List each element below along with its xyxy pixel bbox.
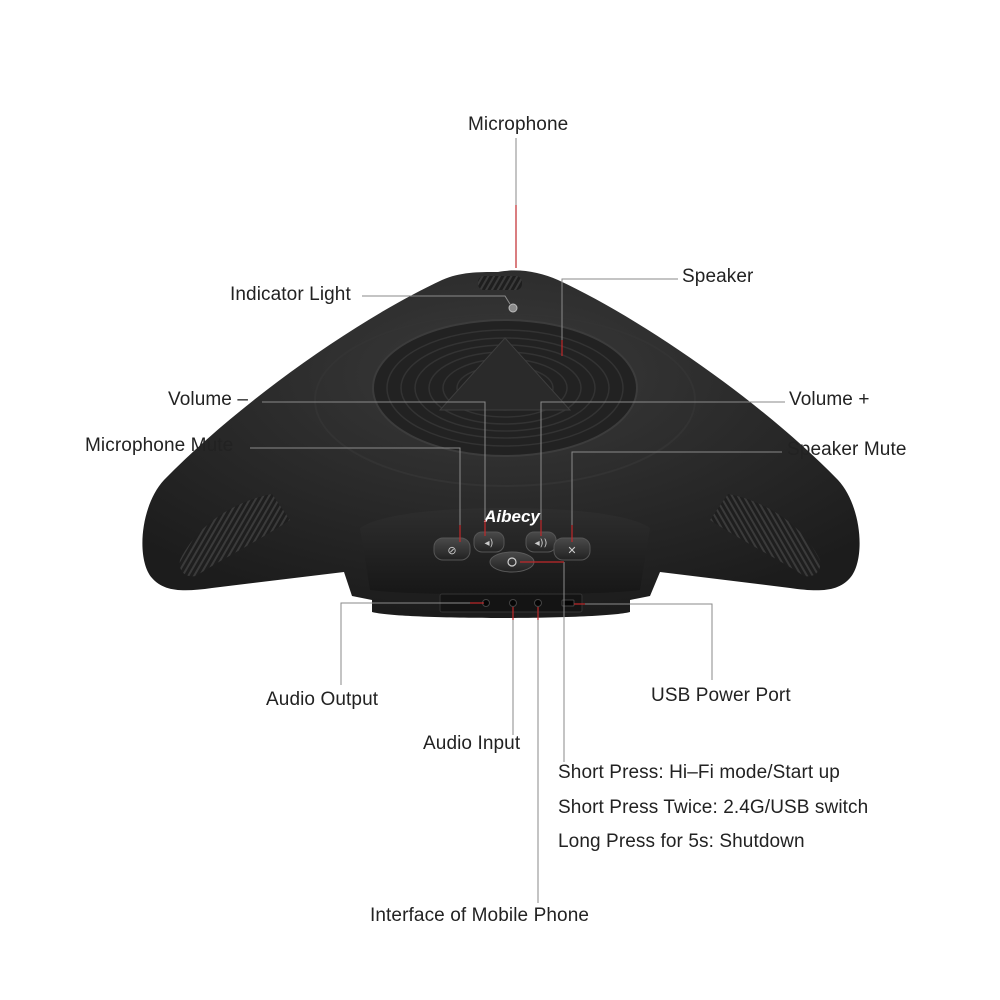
mobile-phone-port[interactable] — [534, 599, 542, 607]
indicator-light — [508, 303, 518, 313]
label-short-press-twice: Short Press Twice: 2.4G/USB switch — [558, 797, 869, 818]
right-grille — [710, 494, 821, 577]
label-indicator-light: Indicator Light — [230, 284, 351, 305]
brand-logo: Aibecy — [483, 507, 541, 526]
audio-input-port[interactable] — [509, 599, 517, 607]
label-audio-output: Audio Output — [266, 689, 379, 710]
label-speaker: Speaker — [682, 266, 754, 287]
volume-up-icon: ◂)) — [535, 538, 548, 549]
speakerphone-device: Aibecy ⊘ ◂) ◂)) ✕ — [142, 270, 860, 618]
label-long-press: Long Press for 5s: Shutdown — [558, 831, 805, 852]
speaker-mute-icon: ✕ — [567, 544, 576, 557]
label-microphone-mute: Microphone Mute — [85, 435, 234, 456]
usb-power-port[interactable] — [561, 599, 575, 607]
power-icon — [507, 557, 517, 567]
label-usb-power-port: USB Power Port — [651, 685, 791, 706]
label-volume-minus: Volume – — [168, 389, 249, 410]
microphone-mute-icon: ⊘ — [447, 544, 456, 557]
microphone-vent — [478, 276, 522, 290]
volume-minus-button[interactable]: ◂) — [473, 531, 505, 553]
label-microphone: Microphone — [468, 114, 569, 135]
label-audio-input: Audio Input — [423, 733, 521, 754]
label-volume-plus: Volume + — [789, 389, 870, 410]
left-grille — [179, 494, 290, 577]
speaker-mute-button[interactable]: ✕ — [553, 537, 591, 561]
speaker-grille — [372, 319, 638, 457]
leader-lines — [250, 138, 785, 903]
label-interface-mobile-phone: Interface of Mobile Phone — [370, 905, 590, 926]
volume-down-icon: ◂) — [485, 538, 494, 549]
label-speaker-mute: Speaker Mute — [787, 439, 907, 460]
label-short-press: Short Press: Hi–Fi mode/Start up — [558, 762, 840, 783]
control-panel — [360, 508, 650, 595]
microphone-mute-button[interactable]: ⊘ — [433, 537, 471, 561]
